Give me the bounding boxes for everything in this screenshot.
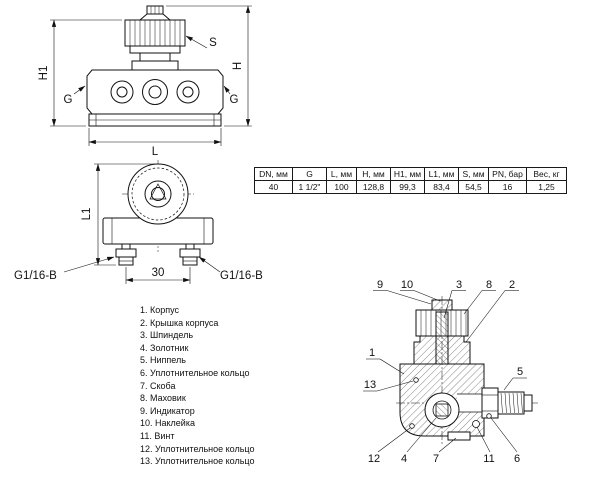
callout-9: 9 (377, 279, 383, 291)
spec-table: DN, мм G L, мм H, мм H1, мм L1, мм S, мм… (254, 167, 567, 194)
front-view-dimension-lines (50, 5, 252, 146)
spec-value-s: 54,5 (458, 180, 489, 194)
spec-header-l1: L1, мм (424, 167, 459, 181)
part-item-1: 1. Корпус (140, 305, 180, 315)
handwheel-knurl (129, 20, 181, 46)
spec-table-header-row: DN, мм G L, мм H, мм H1, мм L1, мм S, мм… (254, 167, 567, 181)
callout-1: 1 (369, 347, 375, 359)
part-item-4: 4. Золотник (140, 342, 189, 353)
top-view-drawing: L1 30 G1/16-B G1/16-B (14, 160, 263, 284)
callout-3: 3 (456, 279, 462, 291)
spec-value-g: 1 1/2" (292, 180, 327, 194)
section-valve-body (399, 299, 533, 441)
thread-label-right: G1/16-B (220, 270, 263, 282)
spec-header-weight: Вес, кг (526, 167, 567, 181)
dim-label-h: H (232, 62, 244, 70)
callout-11: 11 (483, 453, 494, 465)
callout-4: 4 (401, 453, 407, 465)
callout-10: 10 (401, 279, 413, 291)
valve-top-outline (102, 163, 214, 266)
part-item-8: 8. Маховик (140, 393, 186, 404)
callout-8: 8 (486, 279, 492, 291)
dim-label-h1: H1 (38, 66, 50, 81)
part-item-6: 6. Уплотнительное кольцо (140, 367, 250, 378)
callout-5: 5 (517, 366, 523, 378)
dim-label-s: S (209, 37, 217, 49)
callout-7: 7 (433, 453, 439, 465)
callout-12: 12 (368, 453, 380, 465)
part-item-9: 9. Индикатор (140, 405, 195, 416)
spec-value-weight: 1,25 (526, 180, 567, 194)
part-item-5: 5. Ниппель (140, 355, 186, 366)
part-item-13: 13. Уплотнительное кольцо (140, 456, 255, 467)
spec-table-value-row: 40 1 1/2" 100 128,8 99,3 83,4 54,5 16 1,… (254, 180, 567, 194)
callout-6: 6 (514, 453, 520, 465)
spec-value-h1: 99,3 (390, 180, 425, 194)
front-view-drawing: H1 H G G L S (38, 5, 252, 158)
spec-header-s: S, мм (458, 167, 489, 181)
spec-header-pn: PN, бар (488, 167, 527, 181)
spec-header-l: L, мм (326, 167, 357, 181)
spec-value-l: 100 (326, 180, 357, 194)
spec-value-l1: 83,4 (424, 180, 459, 194)
section-view-drawing: 9 10 3 8 2 1 13 5 12 4 7 11 6 (363, 279, 538, 465)
part-item-7: 7. Скоба (140, 380, 176, 391)
callout-2: 2 (509, 279, 515, 291)
part-item-12: 12. Уплотнительное кольцо (140, 443, 255, 454)
spec-value-dn: 40 (254, 180, 293, 194)
spec-header-h: H, мм (356, 167, 391, 181)
part-item-10: 10. Наклейка (140, 418, 195, 429)
spec-header-g: G (292, 167, 327, 181)
thread-label-left: G1/16-B (14, 270, 57, 282)
spec-header-dn: DN, мм (254, 167, 293, 181)
part-item-3: 3. Шпиндель (140, 330, 194, 341)
spec-value-h: 128,8 (356, 180, 391, 194)
dim-label-30: 30 (152, 267, 165, 279)
spec-header-h1: H1, мм (390, 167, 425, 181)
callout-13: 13 (364, 379, 376, 391)
part-item-11: 11. Винт (140, 430, 175, 441)
dim-label-g-left: G (64, 94, 73, 106)
dim-label-g-right: G (230, 94, 239, 106)
parts-list: 1. Корпус 2. Крышка корпуса 3. Шпиндель … (140, 304, 254, 468)
spec-value-pn: 16 (488, 180, 527, 194)
top-view-dimension-lines (63, 163, 221, 284)
dim-label-l1: L1 (81, 208, 93, 221)
valve-front-outline (86, 5, 224, 127)
nipple-thread-lines (500, 392, 523, 414)
section-callout-leaders (363, 290, 527, 453)
dim-label-l: L (152, 146, 159, 158)
part-item-2: 2. Крышка корпуса (140, 317, 219, 328)
